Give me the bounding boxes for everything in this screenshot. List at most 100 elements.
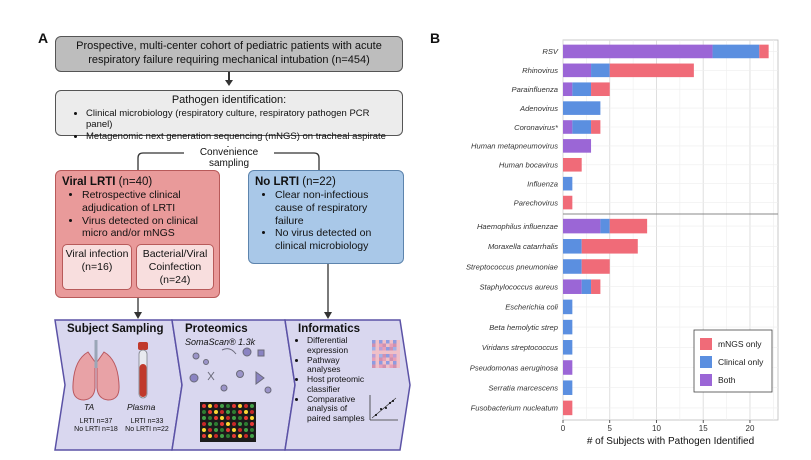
heatmap-cell xyxy=(389,347,393,351)
protein-molecules-icon xyxy=(189,347,272,394)
heatmap-cell xyxy=(379,350,383,354)
bar-segment xyxy=(563,44,713,59)
bar-segment xyxy=(581,279,592,294)
array-dot xyxy=(250,410,254,414)
array-dot xyxy=(208,428,212,432)
category-label: Coronavirus* xyxy=(514,123,559,132)
nolrti-title: No LRTI xyxy=(255,176,300,188)
array-dot xyxy=(238,422,242,426)
heatmap-cell xyxy=(375,347,379,351)
plasma-label: Plasma xyxy=(127,402,156,412)
informatics-item: Host proteomic classifier xyxy=(307,374,366,395)
array-dot xyxy=(220,416,224,420)
array-dot xyxy=(208,434,212,438)
bar-segment xyxy=(563,259,582,274)
nolrti-criterion: No virus detected on clinical microbiolo… xyxy=(275,227,397,252)
heatmap-cell xyxy=(396,354,400,358)
heatmap-cell xyxy=(396,361,400,365)
x-axis-label: # of Subjects with Pathogen Identified xyxy=(587,436,754,447)
array-dot xyxy=(232,434,236,438)
viral-criterion: Virus detected on clinical micro and/or … xyxy=(82,215,213,240)
sampling-title: Subject Sampling xyxy=(67,323,164,335)
array-dot xyxy=(244,416,248,420)
ta-counts: LRTI n=37 No LRTI n=18 xyxy=(74,418,118,434)
legend-swatch xyxy=(700,338,712,350)
heatmap-cell xyxy=(382,340,386,344)
nolrti-criteria: Clear non-infectious cause of respirator… xyxy=(255,189,397,252)
ta-label: TA xyxy=(84,402,95,412)
bar-segment xyxy=(563,400,573,416)
lungs-icon xyxy=(72,340,120,401)
array-dot xyxy=(238,404,242,408)
arrow-head-viral xyxy=(134,312,142,319)
category-label: Viridans streptococcus xyxy=(482,343,558,352)
category-label: Human bocavirus xyxy=(499,161,558,170)
heatmap-cell xyxy=(375,361,379,365)
heatmap-cell xyxy=(386,350,390,354)
arrow-line-1 xyxy=(228,72,230,80)
heatmap-cell xyxy=(382,347,386,351)
heatmap-cell xyxy=(389,340,393,344)
heatmap-cell xyxy=(386,347,390,351)
array-dot xyxy=(232,416,236,420)
informatics-item: Comparative analysis of paired samples xyxy=(307,394,366,424)
bar-segment xyxy=(759,44,769,59)
viral-n: (n=40) xyxy=(118,176,153,188)
heatmap-cell xyxy=(393,340,397,344)
category-label: Serratia marcescens xyxy=(488,384,558,393)
heatmap-cell xyxy=(382,343,386,347)
legend-label: mNGS only xyxy=(718,339,762,349)
array-dot xyxy=(244,434,248,438)
array-dot xyxy=(244,428,248,432)
heatmap-cell xyxy=(372,364,376,368)
legend-label: Clinical only xyxy=(718,357,764,367)
heatmap-cell xyxy=(393,364,397,368)
heatmap-cell xyxy=(393,347,397,351)
informatics-title: Informatics xyxy=(298,323,360,335)
arrow-head-nolrti xyxy=(324,312,332,319)
heatmap-cell xyxy=(379,354,383,358)
category-label: Streptococcus pneumoniae xyxy=(466,262,558,271)
array-dots xyxy=(202,404,254,438)
heatmap-cell xyxy=(386,357,390,361)
viral-criterion: Retrospective clinical adjudication of L… xyxy=(82,189,213,214)
bar-segment xyxy=(712,44,760,59)
bar-segment xyxy=(563,380,573,395)
bar-segment xyxy=(563,120,573,134)
category-label: Parechovirus xyxy=(514,198,559,207)
array-dot xyxy=(250,422,254,426)
heatmap-cell xyxy=(386,361,390,365)
array-dot xyxy=(202,422,206,426)
array-dot xyxy=(208,422,212,426)
heatmap-cell xyxy=(382,361,386,365)
heatmap-cell xyxy=(389,354,393,358)
array-dot xyxy=(244,410,248,414)
array-dot xyxy=(226,410,230,414)
category-label: RSV xyxy=(542,47,559,56)
x-tick-label: 0 xyxy=(561,424,566,433)
bar-segment xyxy=(563,218,601,234)
heatmap-cell xyxy=(379,357,383,361)
heatmap-cell xyxy=(389,361,393,365)
heatmap-cell xyxy=(382,354,386,358)
array-dot xyxy=(220,422,224,426)
array-dot xyxy=(220,410,224,414)
nolrti-n: (n=22) xyxy=(302,176,336,188)
informatics-item: Differential expression xyxy=(307,335,366,356)
heatmap-cell xyxy=(382,364,386,368)
heatmap-cell xyxy=(375,343,379,347)
pathogen-title: Pathogen identification: xyxy=(171,94,287,106)
informatics-list: Differential expression Pathway analyses… xyxy=(298,335,366,424)
x-tick-label: 5 xyxy=(608,424,613,433)
array-dot xyxy=(214,428,218,432)
array-dot xyxy=(250,434,254,438)
x-tick-label: 15 xyxy=(699,424,708,433)
heatmap-cell xyxy=(396,343,400,347)
array-dot xyxy=(226,434,230,438)
category-label: Fusobacterium nucleatum xyxy=(471,404,558,413)
heatmap-cell xyxy=(372,350,376,354)
heatmap-cell xyxy=(386,364,390,368)
heatmap-cell xyxy=(396,364,400,368)
array-dot xyxy=(232,422,236,426)
nolrti-criterion: Clear non-infectious cause of respirator… xyxy=(275,189,397,227)
